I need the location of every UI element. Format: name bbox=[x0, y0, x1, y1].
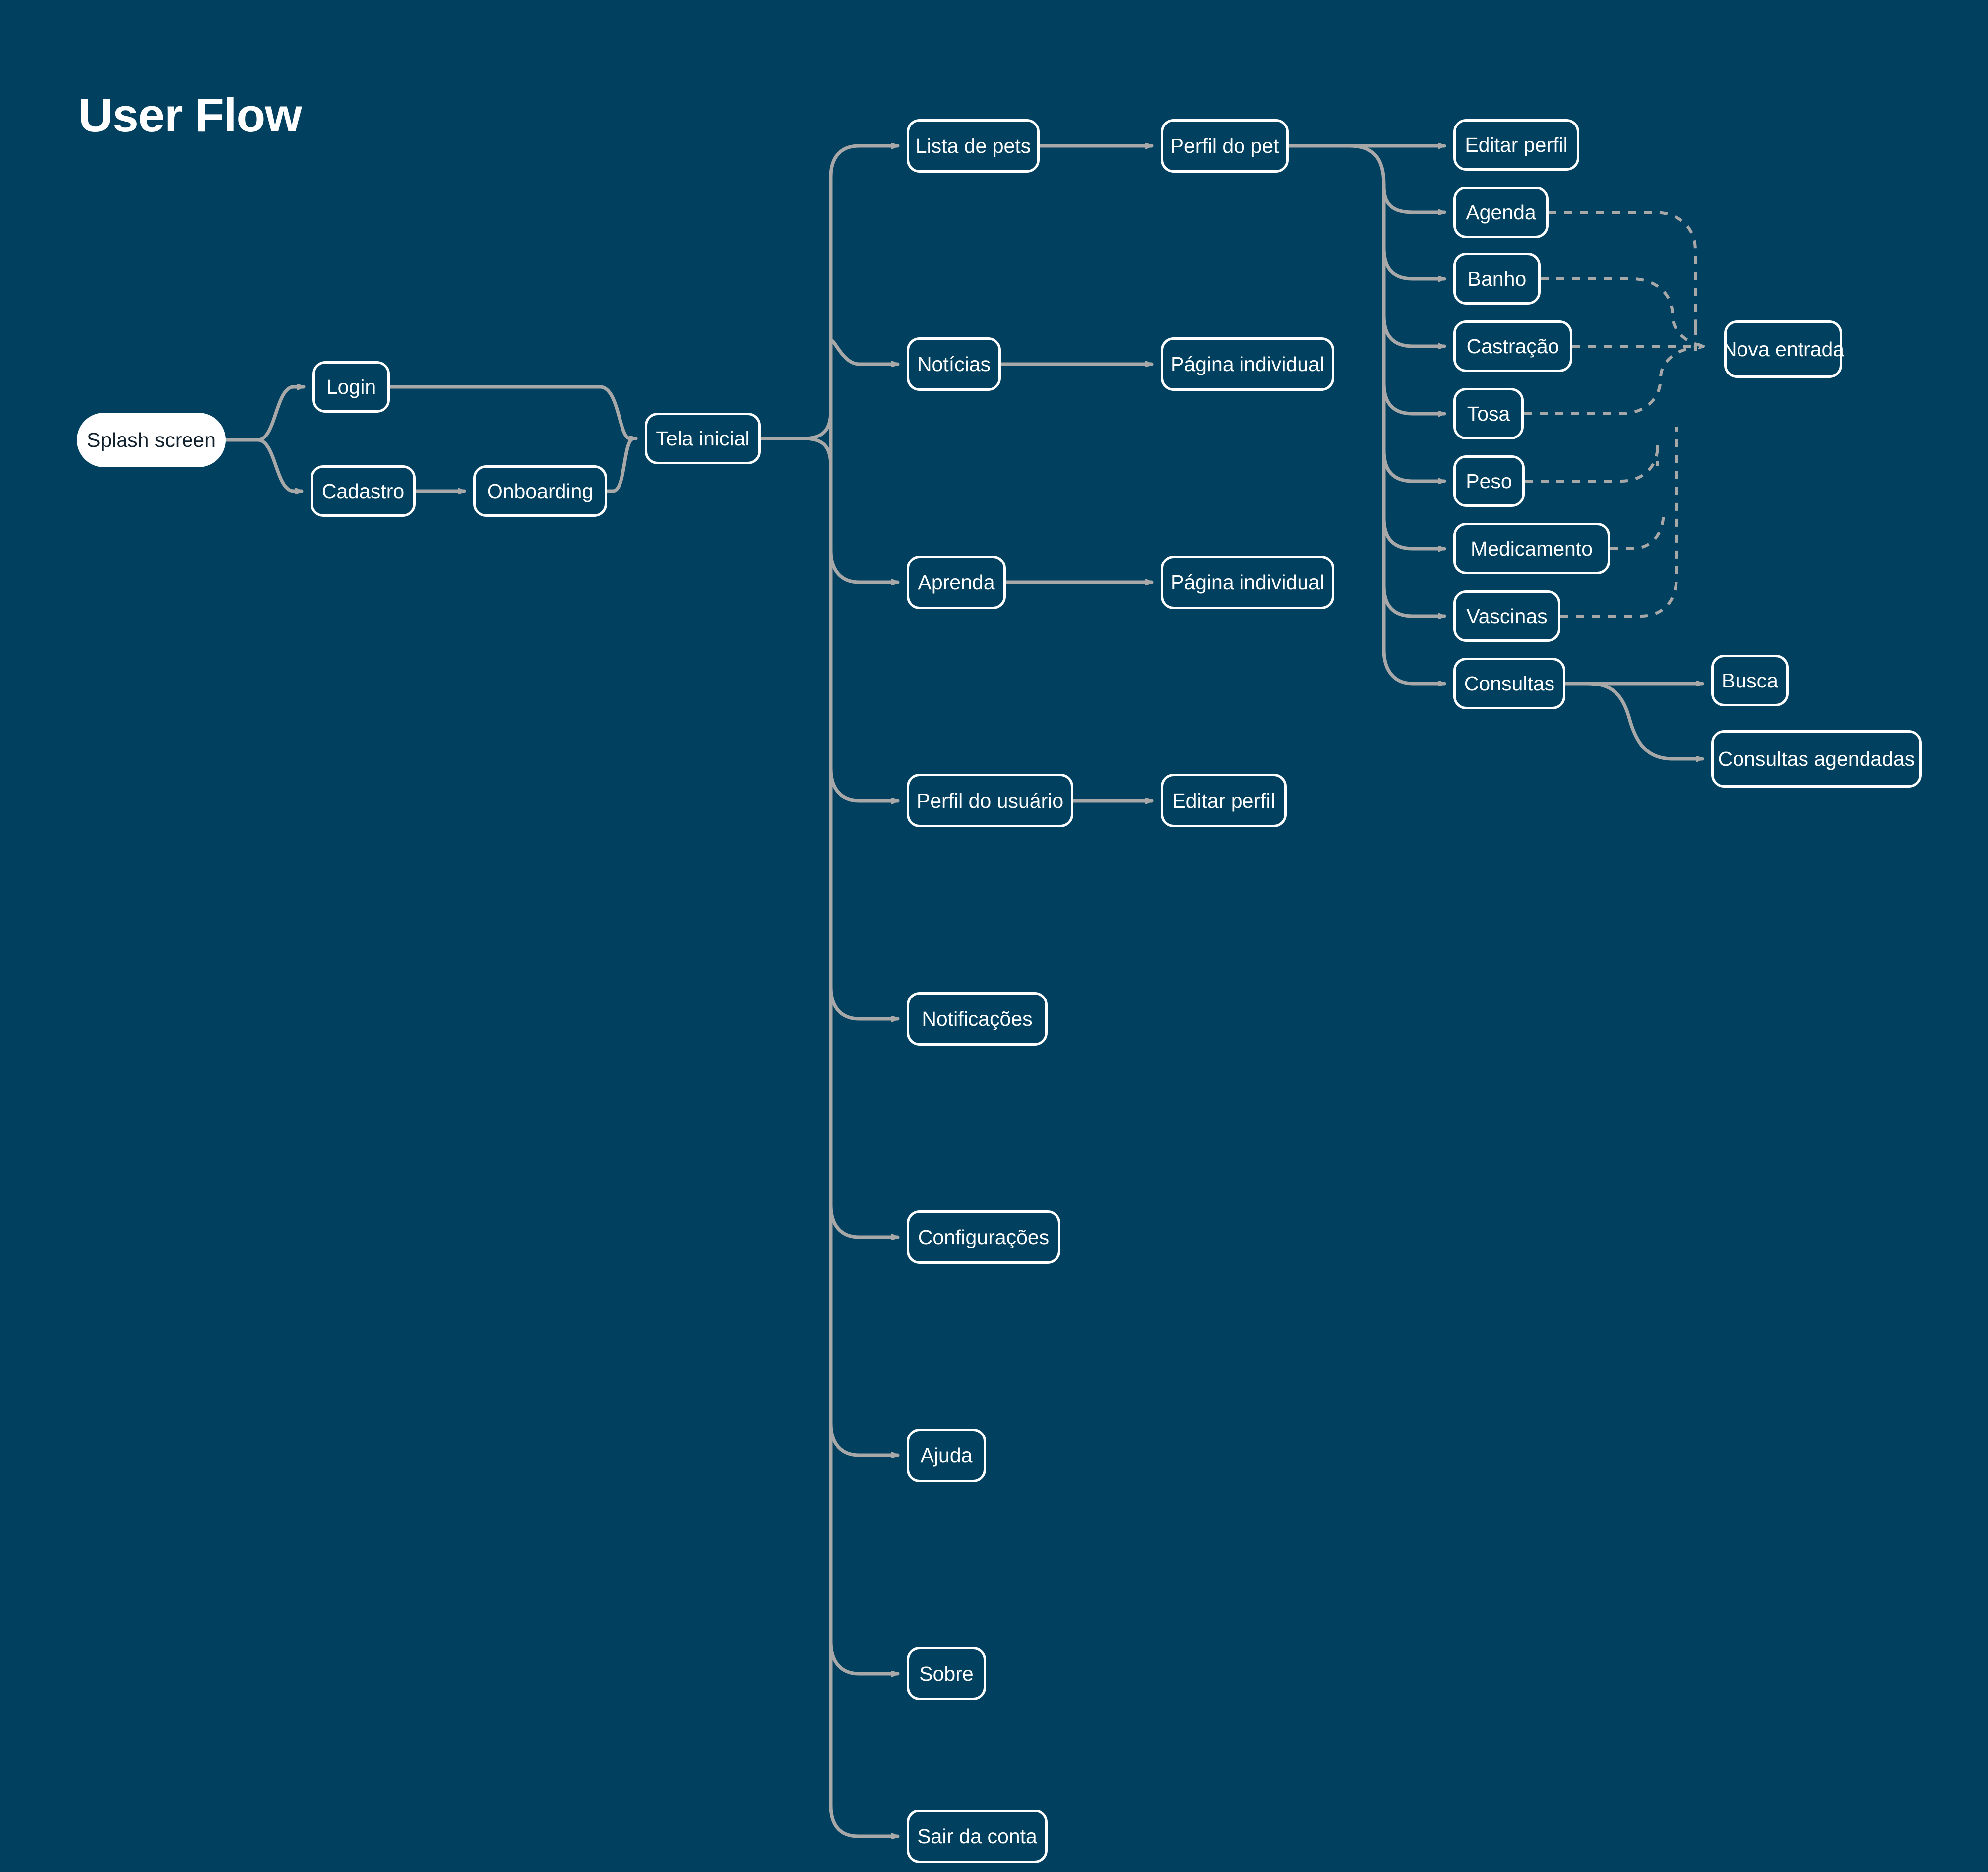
node-label: Editar perfil bbox=[1465, 133, 1568, 156]
node-label: Perfil do usuário bbox=[916, 789, 1064, 812]
page-title: User Flow bbox=[78, 89, 302, 142]
node-label: Nova entrada bbox=[1722, 337, 1845, 361]
node-cadastro[interactable]: Cadastro bbox=[311, 465, 416, 517]
node-label: Página individual bbox=[1170, 570, 1324, 594]
node-banho[interactable]: Banho bbox=[1453, 253, 1541, 305]
node-perfil-do-usuario[interactable]: Perfil do usuário bbox=[907, 774, 1073, 827]
node-label: Splash screen bbox=[87, 428, 216, 451]
node-pagina-individual-noticias[interactable]: Página individual bbox=[1161, 337, 1334, 391]
node-editar-perfil-usuario[interactable]: Editar perfil bbox=[1161, 774, 1287, 827]
node-label: Consultas agendadas bbox=[1718, 747, 1915, 770]
node-label: Página individual bbox=[1170, 352, 1324, 375]
node-medicamento[interactable]: Medicamento bbox=[1453, 523, 1610, 574]
node-sair-da-conta[interactable]: Sair da conta bbox=[907, 1810, 1048, 1863]
node-castracao[interactable]: Castração bbox=[1453, 320, 1572, 372]
node-label: Login bbox=[326, 375, 376, 398]
node-perfil-do-pet[interactable]: Perfil do pet bbox=[1161, 119, 1289, 173]
node-lista-de-pets[interactable]: Lista de pets bbox=[907, 119, 1040, 173]
node-busca[interactable]: Busca bbox=[1711, 655, 1789, 706]
node-label: Aprenda bbox=[918, 570, 995, 594]
node-consultas[interactable]: Consultas bbox=[1453, 658, 1565, 709]
node-nova-entrada[interactable]: Nova entrada bbox=[1722, 320, 1845, 378]
node-label: Sair da conta bbox=[917, 1824, 1037, 1848]
node-splash-screen[interactable]: Splash screen bbox=[77, 413, 226, 467]
node-onboarding[interactable]: Onboarding bbox=[473, 465, 607, 517]
node-label: Tosa bbox=[1467, 402, 1510, 425]
node-label: Perfil do pet bbox=[1170, 134, 1279, 157]
node-consultas-agendadas[interactable]: Consultas agendadas bbox=[1711, 730, 1922, 788]
node-label: Consultas bbox=[1464, 672, 1555, 695]
node-noticias[interactable]: Notícias bbox=[907, 337, 1001, 391]
node-label: Configurações bbox=[918, 1225, 1050, 1248]
node-label: Editar perfil bbox=[1172, 789, 1275, 812]
node-label: Lista de pets bbox=[915, 134, 1031, 157]
node-notificacoes[interactable]: Notificações bbox=[907, 992, 1048, 1046]
node-label: Banho bbox=[1467, 267, 1527, 290]
node-ajuda[interactable]: Ajuda bbox=[907, 1429, 986, 1482]
node-configuracoes[interactable]: Configurações bbox=[907, 1210, 1060, 1264]
node-vascinas[interactable]: Vascinas bbox=[1453, 590, 1560, 642]
node-aprenda[interactable]: Aprenda bbox=[907, 556, 1006, 609]
node-label: Onboarding bbox=[487, 479, 594, 502]
node-label: Agenda bbox=[1466, 200, 1536, 224]
node-login[interactable]: Login bbox=[312, 361, 390, 413]
node-label: Sobre bbox=[919, 1662, 974, 1685]
node-label: Castração bbox=[1466, 334, 1559, 358]
node-label: Ajuda bbox=[920, 1443, 973, 1467]
node-label: Notícias bbox=[917, 352, 991, 375]
node-label: Notificações bbox=[922, 1007, 1033, 1030]
node-label: Busca bbox=[1722, 669, 1778, 692]
node-label: Vascinas bbox=[1466, 604, 1548, 627]
node-tela-inicial[interactable]: Tela inicial bbox=[645, 413, 761, 464]
node-editar-perfil-pet[interactable]: Editar perfil bbox=[1453, 119, 1579, 171]
node-sobre[interactable]: Sobre bbox=[907, 1647, 986, 1700]
node-tosa[interactable]: Tosa bbox=[1453, 388, 1524, 439]
node-label: Tela inicial bbox=[656, 427, 750, 450]
node-agenda[interactable]: Agenda bbox=[1453, 187, 1549, 238]
node-peso[interactable]: Peso bbox=[1453, 455, 1525, 507]
node-pagina-individual-aprenda[interactable]: Página individual bbox=[1161, 556, 1334, 609]
node-label: Medicamento bbox=[1470, 537, 1593, 560]
node-label: Peso bbox=[1466, 469, 1512, 493]
node-label: Cadastro bbox=[321, 479, 405, 502]
